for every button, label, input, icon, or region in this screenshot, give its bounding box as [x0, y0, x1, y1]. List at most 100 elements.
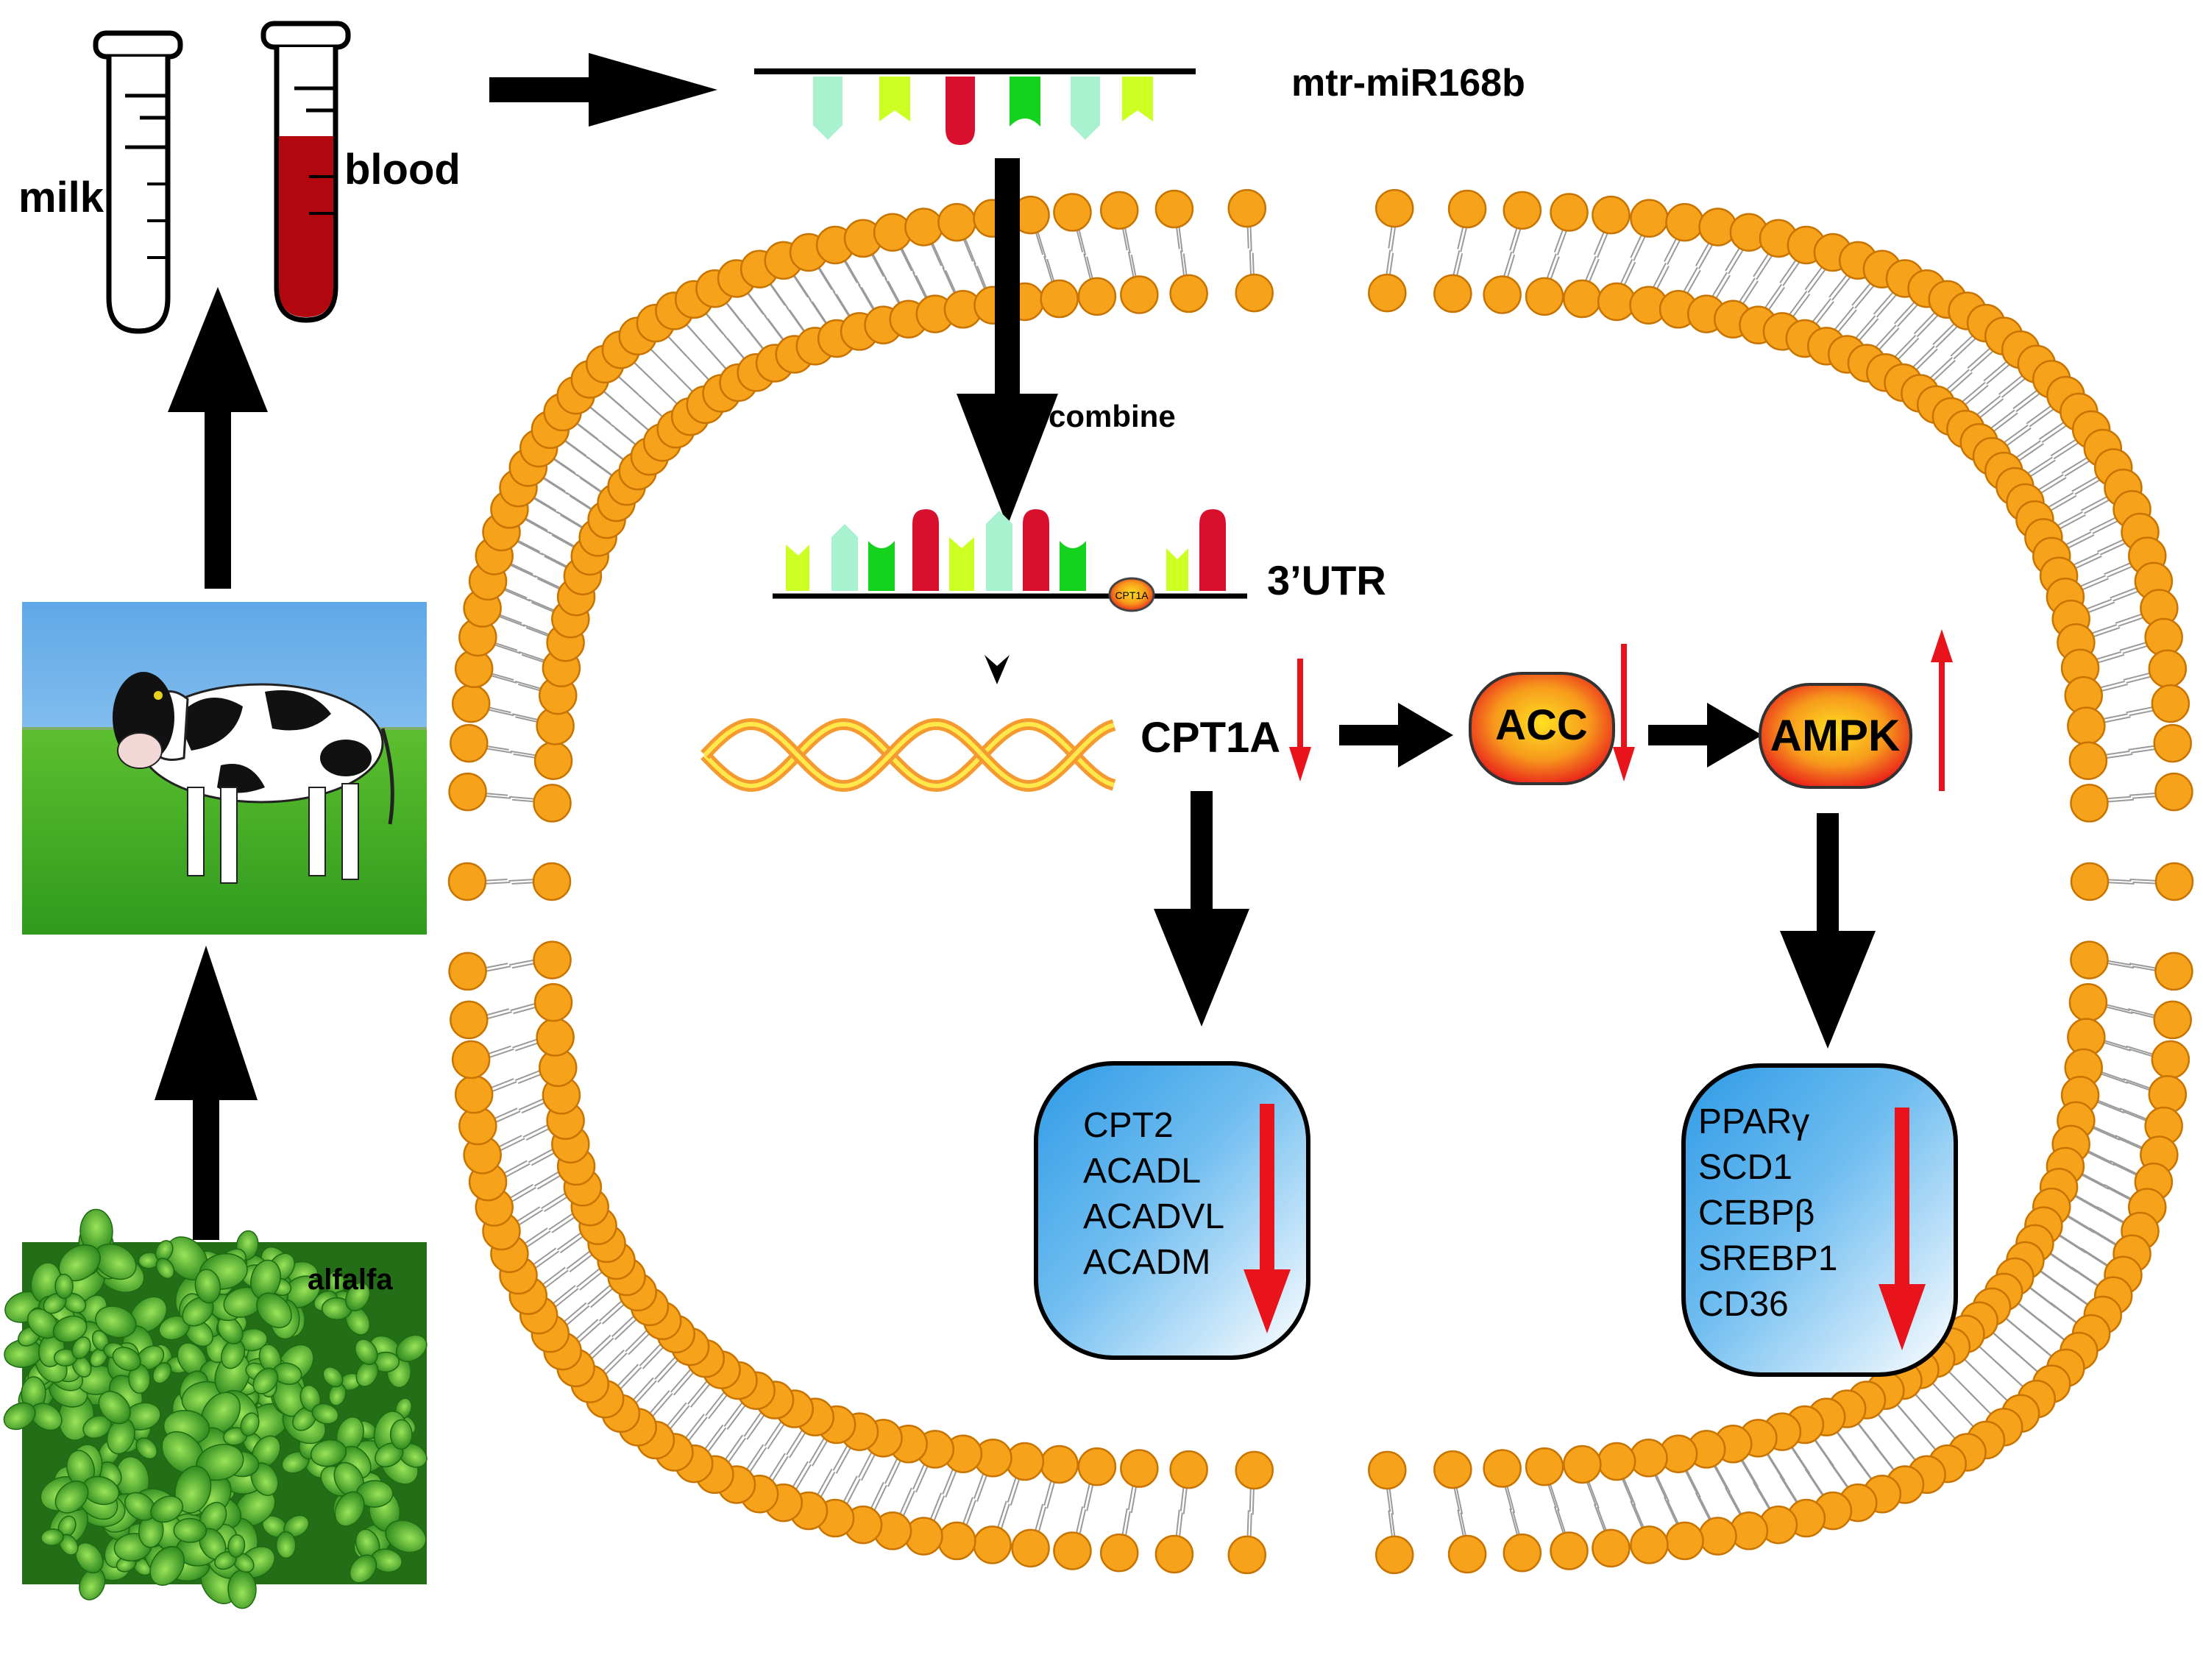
lipid-head	[1235, 1450, 1274, 1490]
lipid-head	[2070, 784, 2109, 823]
lipid-head	[1665, 1521, 1704, 1561]
ampk-node	[1759, 683, 1912, 789]
lipid-head	[533, 784, 572, 823]
cpt1a-down-arrow	[1289, 659, 1311, 781]
lipid-head	[1525, 1447, 1564, 1486]
blood-label: blood	[344, 146, 461, 194]
lipid-head	[1040, 279, 1079, 319]
chevron-arrow-icon	[985, 655, 1010, 684]
oxidation-gene-label: ACADVL	[1083, 1197, 1224, 1236]
mirna-strand	[754, 68, 1196, 145]
lipid-head	[2151, 684, 2190, 723]
lipid-head	[2068, 741, 2108, 780]
combine-label: combine	[1049, 399, 1176, 433]
lipid-head	[2154, 772, 2193, 812]
lipid-head	[1235, 273, 1274, 313]
lipid-head	[450, 723, 489, 763]
lipid-head	[1169, 274, 1208, 313]
lipid-head	[1550, 193, 1589, 232]
lipid-head	[1592, 195, 1631, 235]
arrow-alfalfa-to-cow	[155, 946, 258, 1240]
alfalfa-label: alfalfa	[308, 1263, 393, 1296]
lipid-head	[1525, 277, 1564, 316]
milk-label: milk	[18, 174, 104, 221]
lipid-head	[1005, 1442, 1045, 1481]
lipogenic-gene-label: SCD1	[1698, 1148, 1792, 1187]
lipid-head	[536, 1018, 575, 1057]
milk-tube-icon	[93, 30, 183, 334]
lipid-head	[1597, 282, 1636, 322]
oxidation-gene-label: ACADL	[1083, 1152, 1201, 1191]
lipid-head	[1374, 1535, 1414, 1575]
lipid-head	[1227, 1535, 1267, 1575]
lipid-head	[447, 862, 487, 901]
lipid-head	[1120, 275, 1159, 314]
lipid-head	[1053, 1531, 1092, 1570]
lipid-head	[1597, 1442, 1636, 1481]
alfalfa-photo	[3, 1208, 428, 1609]
lipid-head	[451, 1040, 491, 1080]
lipid-head	[1154, 1534, 1194, 1574]
dna-helix-icon	[700, 717, 1116, 793]
lipid-head	[1053, 193, 1092, 232]
lipid-head	[533, 940, 572, 979]
ampk-label: AMPK	[1770, 711, 1901, 760]
lipid-head	[1447, 189, 1487, 229]
arrow-combine	[957, 158, 1058, 526]
lipid-head	[937, 1521, 976, 1561]
lipid-head	[2153, 1000, 2192, 1040]
lipid-head	[2070, 940, 2109, 979]
lipid-head	[973, 1525, 1012, 1564]
lipid-head	[2151, 1040, 2190, 1080]
oxidation-gene-label: ACADM	[1083, 1243, 1210, 1282]
lipid-head	[1550, 1531, 1589, 1570]
lipid-head	[1563, 1445, 1602, 1484]
lipid-head	[1503, 191, 1542, 230]
lipid-head	[1483, 275, 1522, 314]
lipid-head	[1483, 1449, 1522, 1488]
lipid-head	[937, 202, 976, 242]
lipid-head	[2067, 706, 2106, 745]
lipogenic-gene-label: SREBP1	[1698, 1239, 1837, 1278]
arrow-ampk-to-genes	[1780, 813, 1876, 1049]
lipid-head	[532, 862, 572, 901]
lipid-head	[1227, 188, 1267, 228]
lipid-head	[1169, 1450, 1208, 1489]
acc-node	[1469, 672, 1615, 785]
blood-tube-icon	[260, 21, 351, 323]
lipid-head	[1563, 279, 1602, 319]
lipid-head	[448, 772, 487, 812]
lipid-head	[1447, 1534, 1487, 1574]
lipid-head	[450, 1000, 489, 1040]
cow-photo	[22, 602, 427, 935]
lipid-head	[1698, 1517, 1737, 1556]
cell-membrane	[447, 188, 2194, 1575]
lipid-head	[1077, 1447, 1117, 1486]
lipid-head	[2154, 951, 2193, 991]
arrow-cpt1a-to-acc	[1339, 703, 1453, 768]
lipid-head	[2070, 862, 2110, 901]
lipid-head	[1665, 202, 1704, 242]
ampk-up-arrow	[1931, 629, 1953, 791]
acc-label: ACC	[1495, 701, 1588, 749]
lipid-head	[454, 1074, 494, 1114]
utr-label: 3’UTR	[1267, 557, 1386, 603]
acc-down-arrow	[1613, 644, 1635, 781]
mirna-label: mtr-miR168b	[1291, 62, 1525, 104]
lipid-head	[1120, 1449, 1159, 1488]
cpt1a-mini-label: CPT1A	[1115, 589, 1149, 601]
lipid-head	[1592, 1528, 1631, 1568]
lipid-head	[1040, 1445, 1079, 1484]
lipid-head	[451, 684, 491, 723]
lipid-head	[2154, 862, 2194, 901]
lipid-head	[1629, 1439, 1668, 1478]
lipid-head	[1368, 273, 1407, 313]
lipid-head	[1433, 1450, 1472, 1489]
lipid-head	[1011, 1528, 1050, 1568]
lipid-head	[2153, 723, 2192, 763]
lipid-head	[1368, 1450, 1407, 1490]
